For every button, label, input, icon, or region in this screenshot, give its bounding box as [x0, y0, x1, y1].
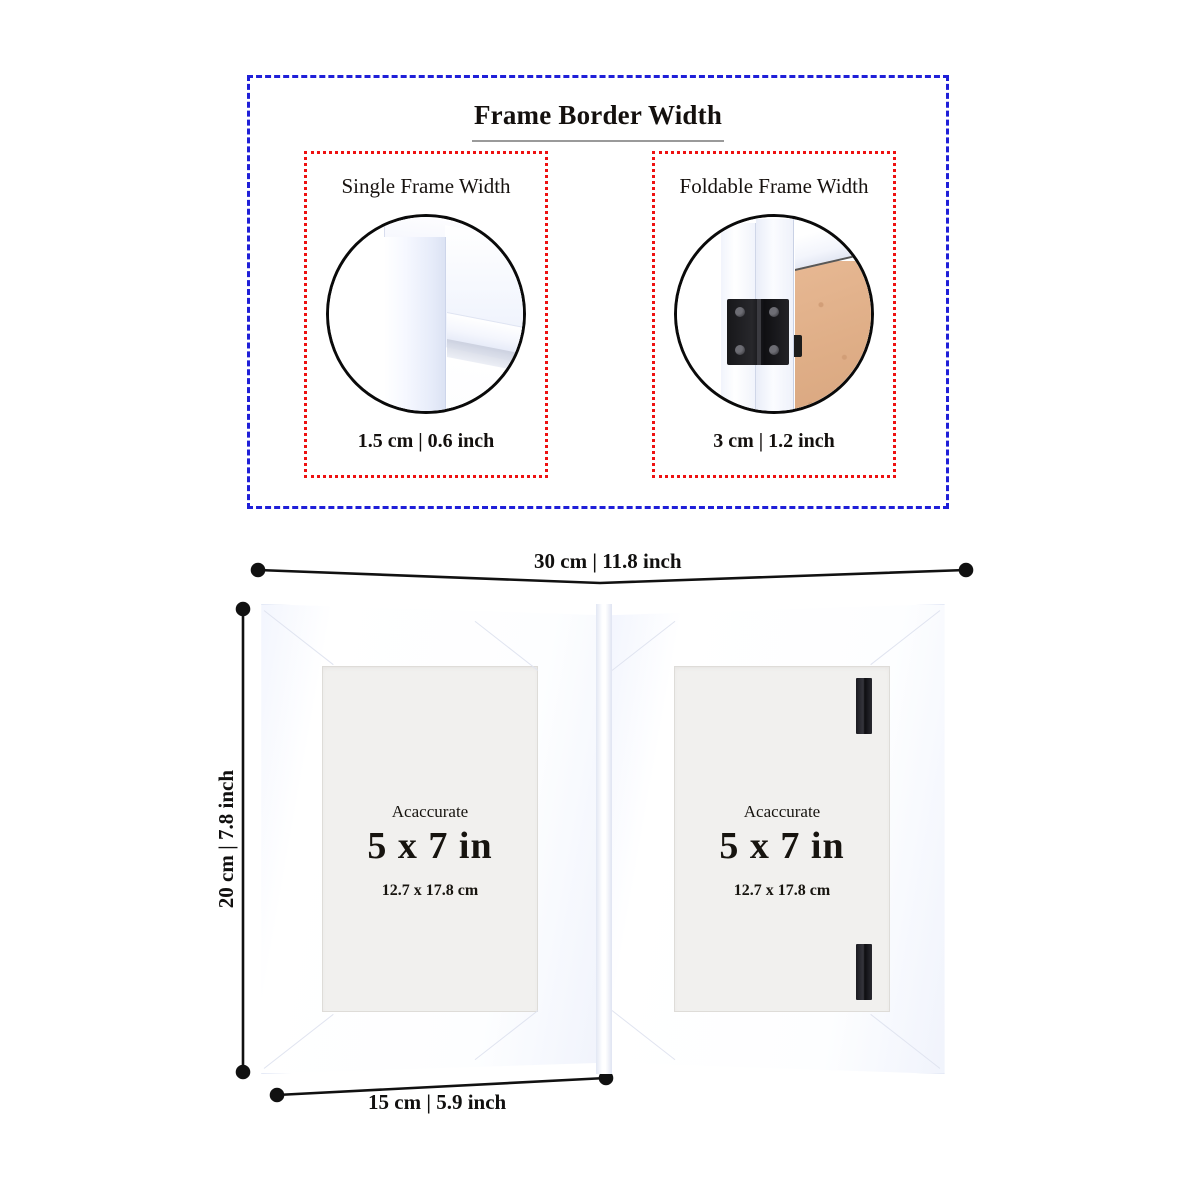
page-title: Frame Border Width — [473, 100, 723, 130]
leaf-width-label: 15 cm | 5.9 inch — [368, 1090, 507, 1114]
single-frame-width-value: 1.5 cm | 0.6 inch — [357, 430, 495, 452]
single-frame-card-title: Single Frame Width — [341, 174, 511, 198]
single-frame-width-card: Single Frame Width 1.5 cm | 0.6 inch — [304, 151, 548, 478]
foldable-photo-frame-product: Acaccurate 5 x 7 in 12.7 x 17.8 cm Acacc… — [256, 604, 948, 1074]
metric-label-right: 12.7 x 17.8 cm — [733, 882, 831, 899]
hinge-top — [856, 678, 872, 734]
metric-label-left: 12.7 x 17.8 cm — [381, 882, 479, 899]
brand-label-left: Acaccurate — [391, 802, 469, 821]
frame-border-width-panel: Frame Border Width Single Frame Width 1.… — [247, 75, 949, 509]
overall-height-label: 20 cm | 7.8 inch — [214, 770, 238, 909]
brand-label-right: Acaccurate — [743, 802, 821, 821]
foldable-frame-width-card: Foldable Frame Width 3 cm | — [652, 151, 896, 478]
hinge-bottom — [856, 944, 872, 1000]
frame-hinge-photo — [674, 214, 874, 414]
title-underline — [472, 140, 724, 142]
size-label-right: 5 x 7 in — [719, 825, 845, 867]
size-label-left: 5 x 7 in — [367, 825, 493, 867]
foldable-frame-width-value: 3 cm | 1.2 inch — [713, 430, 835, 452]
photo-opening-left: Acaccurate 5 x 7 in 12.7 x 17.8 cm — [322, 666, 538, 1012]
foldable-frame-card-title: Foldable Frame Width — [679, 174, 869, 198]
frame-spine — [596, 604, 612, 1074]
photo-opening-right: Acaccurate 5 x 7 in 12.7 x 17.8 cm — [674, 666, 890, 1012]
frame-profile-photo — [326, 214, 526, 414]
overall-width-label: 30 cm | 11.8 inch — [534, 549, 682, 573]
